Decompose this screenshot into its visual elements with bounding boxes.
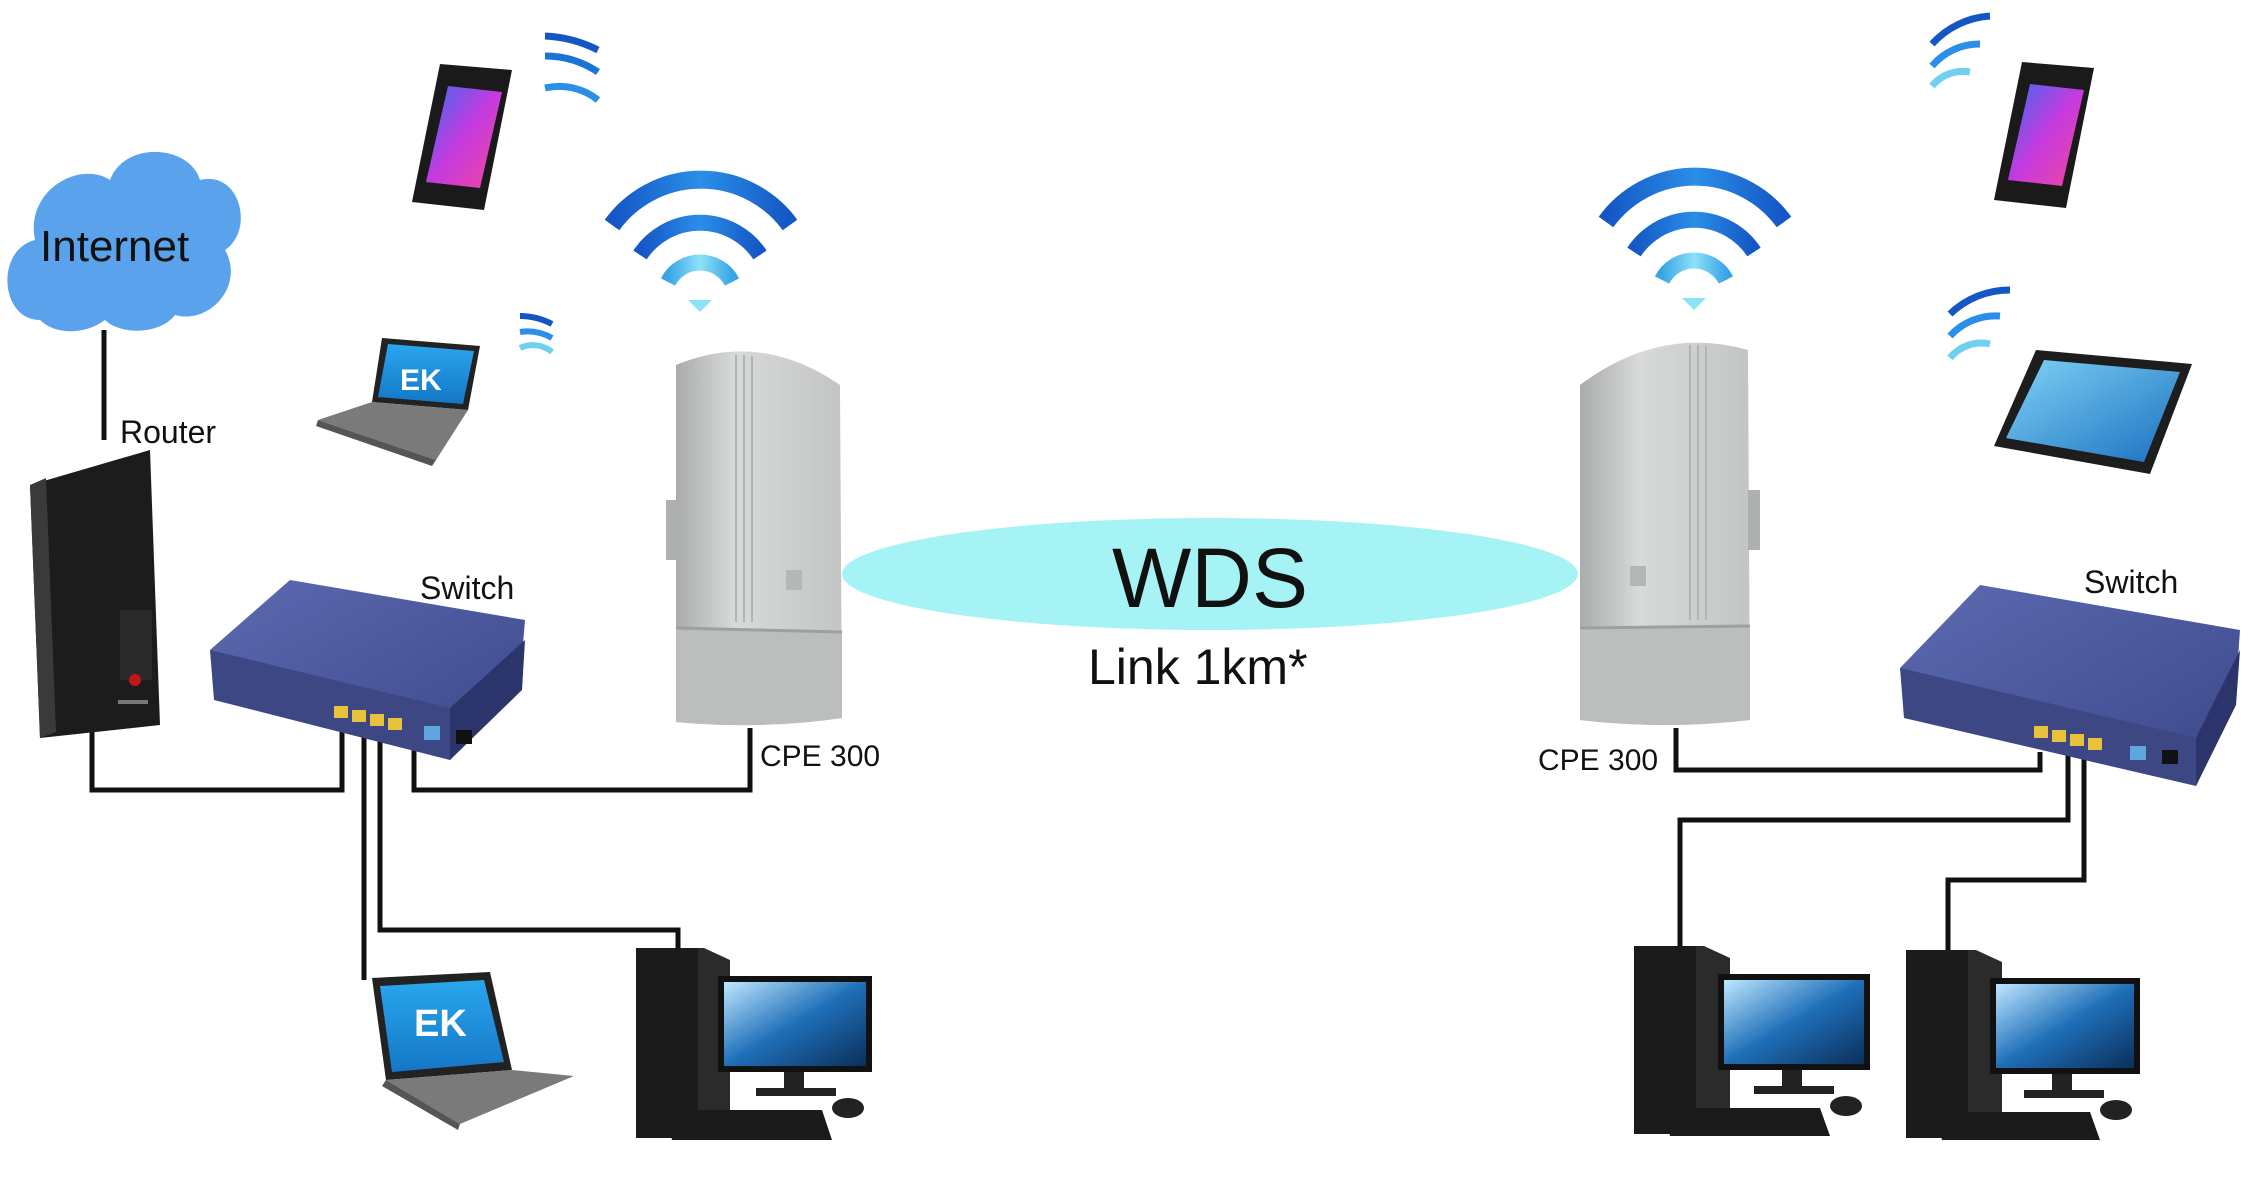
router-label: Router <box>120 414 217 450</box>
laptop-brand-bottom: EK <box>414 1003 467 1045</box>
antenna-icon-left <box>666 351 843 726</box>
antenna-icon-right <box>1579 342 1760 725</box>
desktop-pc-icon-right-1 <box>1634 946 1870 1136</box>
wds-label: WDS <box>1112 531 1308 625</box>
wifi-icon-cpe-left <box>604 170 798 312</box>
cpe-left-label: CPE 300 <box>760 740 881 773</box>
cable-switch-pc-right-2 <box>1945 752 2087 952</box>
switch-icon-left <box>210 580 525 760</box>
wifi-icon-phone-left <box>544 32 601 103</box>
tablet-icon-right <box>1994 350 2192 474</box>
wifi-icon-laptop-left <box>518 313 554 355</box>
phone-icon-right <box>1994 62 2094 208</box>
wifi-icon-cpe-right <box>1598 167 1792 310</box>
phone-icon-left <box>412 64 512 210</box>
switch-icon-right <box>1900 585 2240 786</box>
laptop-brand-top: EK <box>400 364 442 397</box>
cable-switch-cpe-left <box>411 724 753 793</box>
link-distance-label: Link 1km* <box>1088 639 1308 695</box>
cable-switch-pc-right-1 <box>1677 752 2071 950</box>
router-icon <box>30 450 160 738</box>
cable-switch-pc-left <box>377 724 681 950</box>
wds-link-ellipse <box>842 518 1578 630</box>
cpe-right-label: CPE 300 <box>1538 744 1659 777</box>
desktop-pc-icon-right-2 <box>1906 950 2140 1140</box>
laptop-icon-top <box>316 338 480 466</box>
cloud-icon <box>7 151 241 332</box>
wifi-icon-phone-right <box>1929 12 1991 89</box>
laptop-icon-bottom <box>372 972 574 1130</box>
cable-router-switch <box>89 722 345 793</box>
cable-switch-cpe-right <box>1673 728 2043 773</box>
switch-left-label: Switch <box>420 570 515 606</box>
internet-label: Internet <box>40 222 190 271</box>
wifi-icon-tablet-right <box>1947 286 2011 361</box>
desktop-pc-icon-left <box>636 948 872 1140</box>
switch-right-label: Switch <box>2084 564 2179 600</box>
cables <box>89 330 2087 980</box>
